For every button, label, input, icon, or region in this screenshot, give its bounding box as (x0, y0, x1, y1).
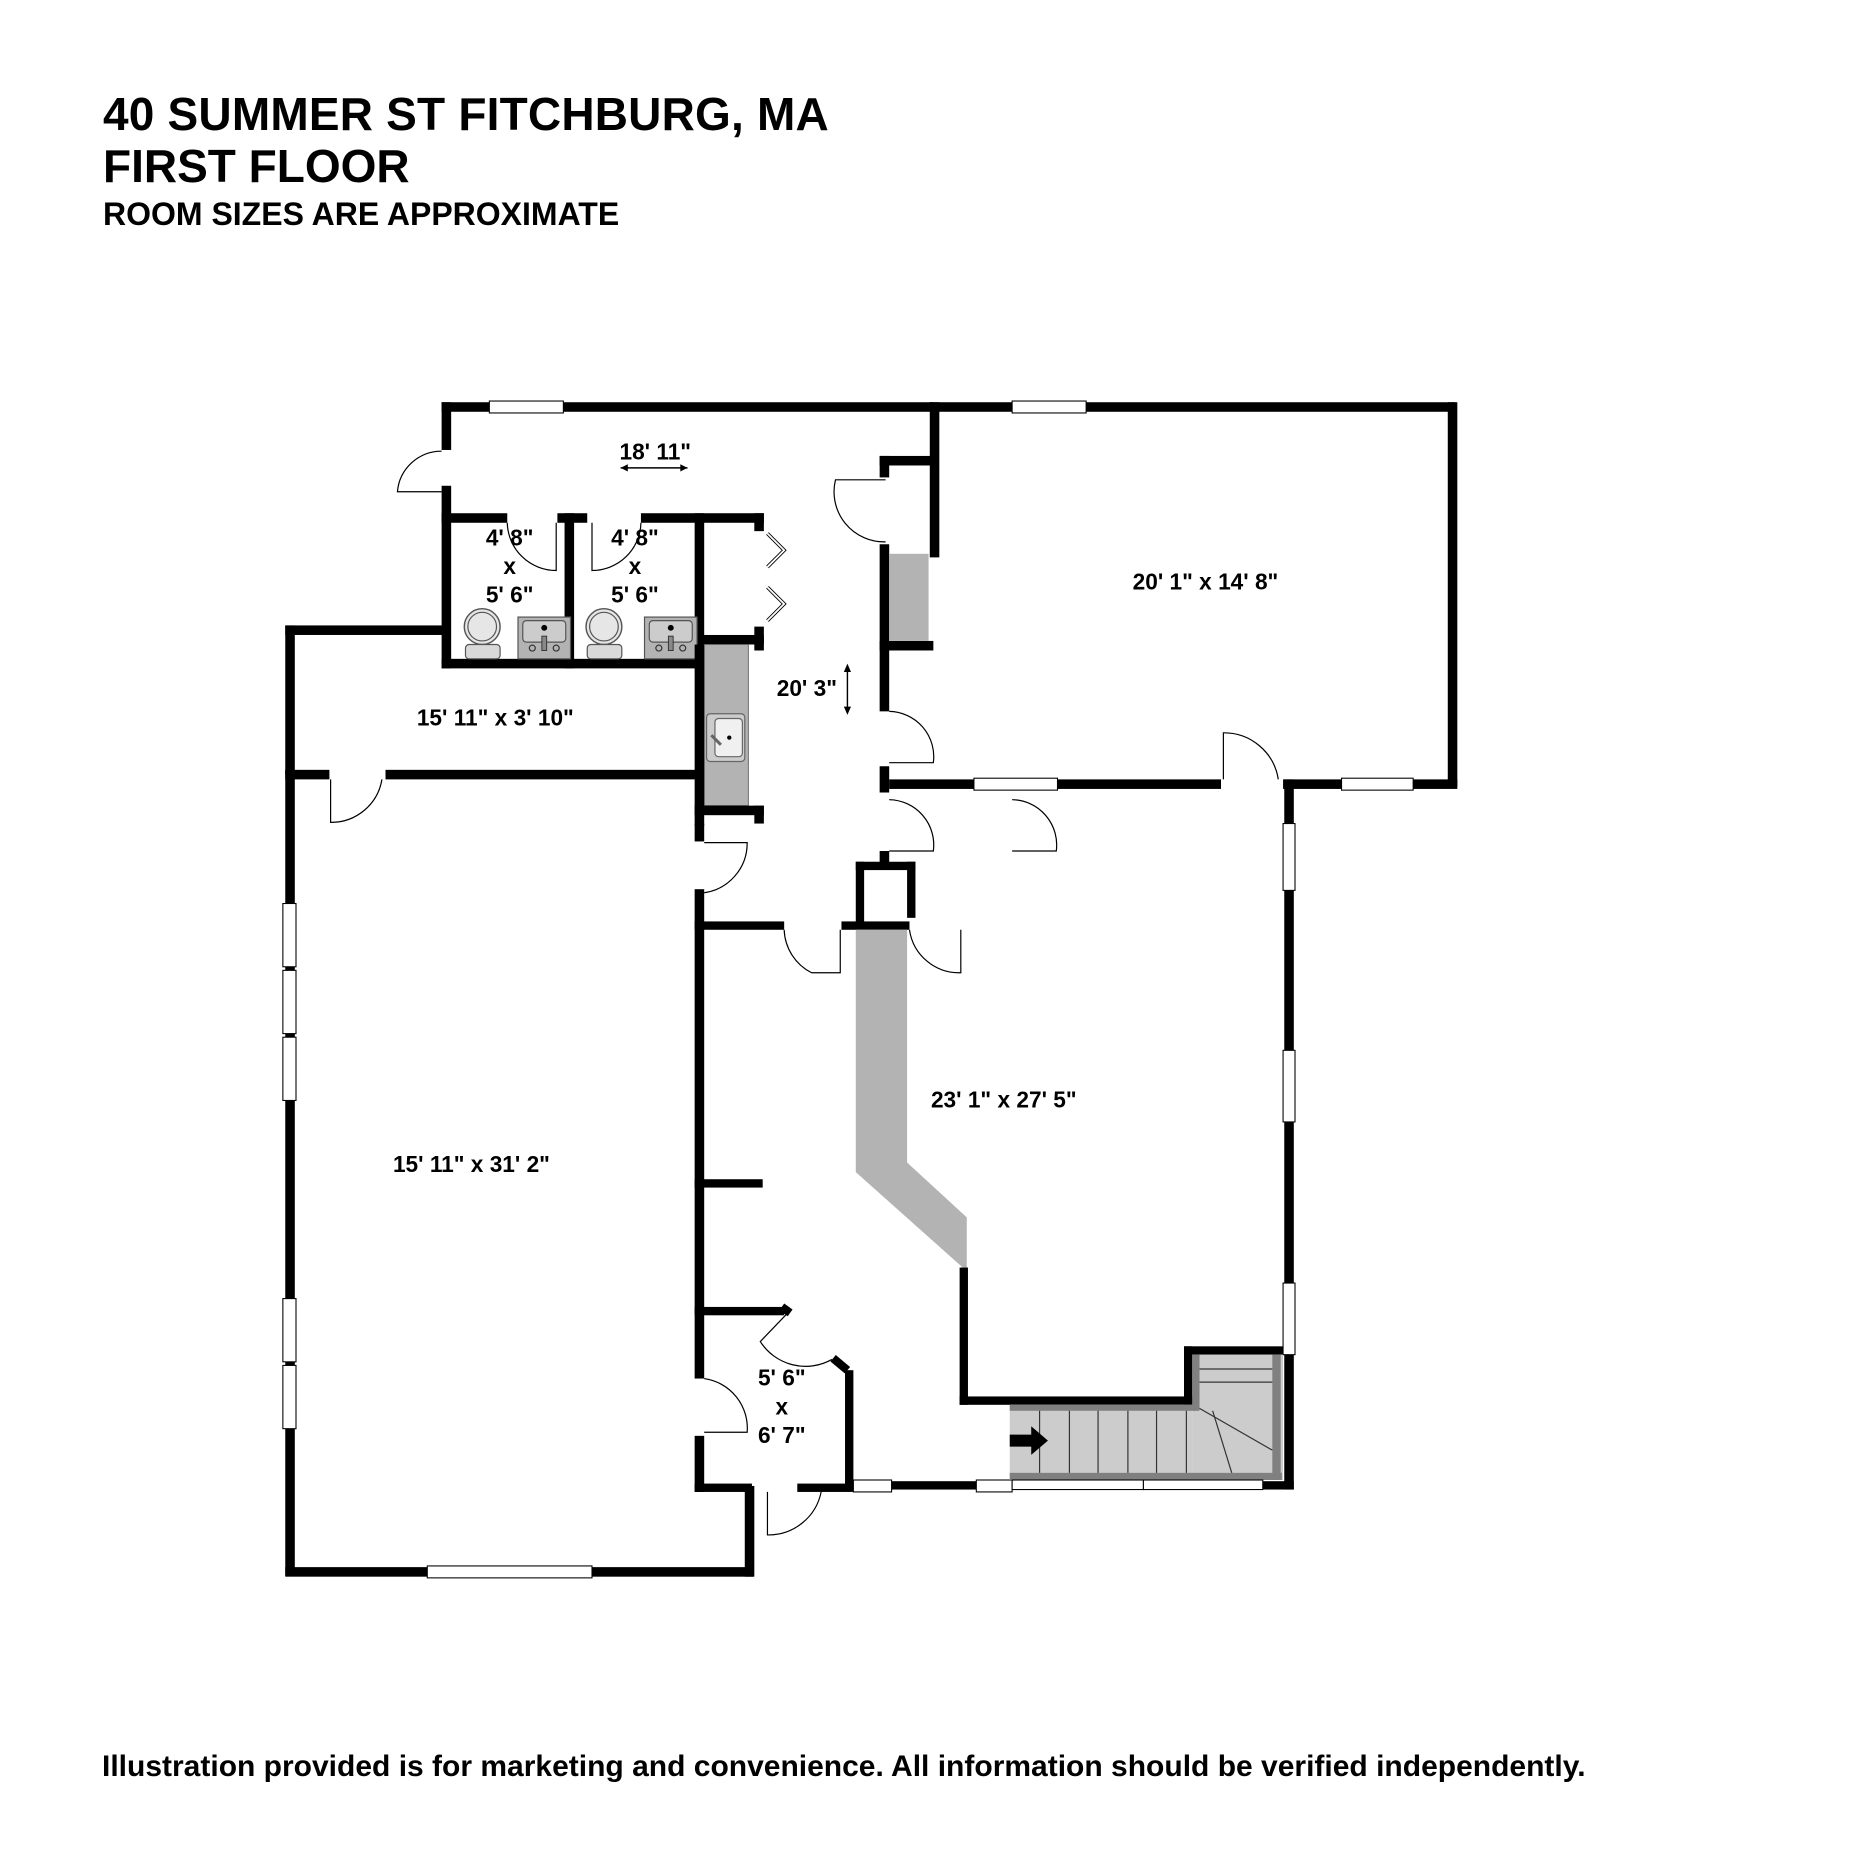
top-hall-walls (441, 402, 940, 558)
bath2-door (591, 522, 642, 572)
storage-walls (285, 625, 705, 780)
dimension-arrow-horizontal-icon (620, 464, 688, 472)
bath1-x: x (503, 553, 516, 579)
dimension-arrow-vertical-icon (843, 663, 851, 715)
inner-walls (694, 921, 857, 1492)
door-swing (1012, 799, 1058, 852)
closet-bifold-door (766, 532, 787, 622)
closet-height: 6' 7" (758, 1422, 806, 1448)
door-swing (1222, 732, 1279, 780)
bathroom-walls (441, 513, 764, 669)
door-swing (908, 929, 962, 974)
ne-room-walls (889, 402, 1458, 789)
toilet-icon (463, 607, 501, 660)
window (1282, 1049, 1296, 1123)
corridor-walls (879, 455, 934, 793)
bath1-width: 4' 8" (486, 524, 534, 550)
sink-icon (643, 616, 698, 660)
wall (754, 626, 764, 651)
page-title: 40 SUMMER ST FITCHBURG, MA (103, 88, 829, 140)
door-swing (889, 710, 935, 764)
door-swing (766, 1491, 822, 1536)
sink-icon (517, 616, 572, 660)
window (488, 400, 564, 414)
door-swing (783, 929, 841, 974)
window (852, 1479, 893, 1493)
wall (694, 644, 705, 826)
wall (830, 1355, 851, 1374)
window (282, 1036, 297, 1101)
window (1282, 823, 1296, 891)
door-swing (704, 842, 748, 894)
arrow-right-icon (1009, 1426, 1048, 1455)
window (282, 1364, 297, 1430)
approximate-note: ROOM SIZES ARE APPROXIMATE (103, 196, 620, 232)
wall (754, 805, 764, 824)
bath2-x: x (629, 553, 642, 579)
closet-shelf (889, 553, 929, 641)
main-room-dimension: 23' 1" x 27' 5" (931, 1087, 1077, 1113)
ne-room-dimension: 20' 1" x 14' 8" (1133, 569, 1279, 595)
chimney-walls (841, 861, 916, 930)
window (282, 1298, 297, 1363)
window (1341, 777, 1414, 791)
closet-x: x (775, 1393, 788, 1419)
window (975, 1479, 1013, 1493)
floor-label: FIRST FLOOR (103, 140, 410, 192)
bath1-door (506, 522, 557, 572)
window (973, 777, 1059, 791)
door-swing (704, 1377, 748, 1433)
wall (779, 1303, 793, 1317)
window (426, 1565, 593, 1579)
bath2-width: 4' 8" (611, 524, 659, 550)
disclaimer: Illustration provided is for marketing a… (102, 1750, 1586, 1783)
door-swing (833, 479, 886, 543)
window (282, 902, 297, 968)
bath1-height: 5' 6" (486, 582, 534, 608)
stair-windows (1011, 1479, 1264, 1491)
hall-dimension: 18' 11" (619, 439, 691, 465)
corridor-dimension: 20' 3" (777, 675, 837, 701)
storage-door (330, 779, 383, 823)
toilet-icon (585, 607, 623, 660)
kitchen-sink-icon (705, 713, 746, 763)
wall (694, 805, 764, 816)
header: 40 SUMMER ST FITCHBURG, MA FIRST FLOOR R… (103, 88, 829, 234)
window (1011, 400, 1087, 414)
door-swing (889, 799, 935, 852)
bath2-height: 5' 6" (611, 582, 659, 608)
door-swing (759, 1312, 833, 1367)
staircase-icon (1009, 1354, 1284, 1480)
fireplace (855, 929, 967, 1272)
door-swing (396, 450, 442, 493)
closet-width: 5' 6" (758, 1365, 806, 1391)
window (1282, 1282, 1296, 1356)
west-room-dimension: 15' 11" x 31' 2" (393, 1151, 550, 1177)
window (282, 969, 297, 1035)
wall (879, 851, 890, 863)
storage-dimension: 15' 11" x 3' 10" (417, 705, 574, 731)
wall (699, 634, 764, 645)
